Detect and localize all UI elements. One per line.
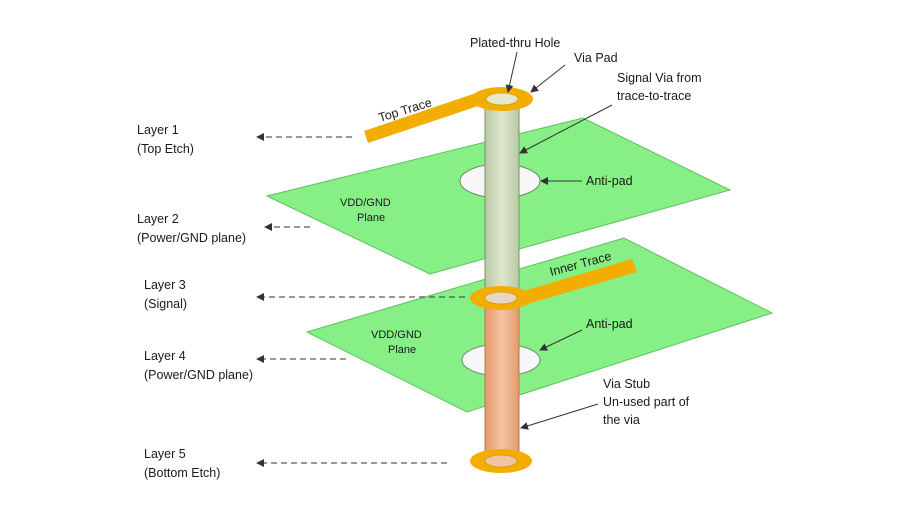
plated-hole-leader <box>505 51 518 93</box>
layer5-line2: (Bottom Etch) <box>144 466 220 480</box>
layer1-line1: Layer 1 <box>137 123 179 137</box>
layer5-label: Layer 5 (Bottom Etch) <box>144 447 220 480</box>
upper-plane-label: VDD/GND Plane <box>340 197 394 224</box>
layer5-line1: Layer 5 <box>144 447 186 461</box>
lower-plane-line2: Plane <box>388 344 416 356</box>
layer2-label: Layer 2 (Power/GND plane) <box>137 212 246 245</box>
layer3-line1: Layer 3 <box>144 278 186 292</box>
signal-via-label: Signal Via from trace-to-trace <box>617 71 705 103</box>
bottom-hole <box>484 454 518 468</box>
layer4-line2: (Power/GND plane) <box>144 368 253 382</box>
lower-plane-label: VDD/GND Plane <box>371 329 425 356</box>
inner-hole <box>484 291 518 305</box>
via-barrel-stub <box>484 297 520 463</box>
layer4-line1: Layer 4 <box>144 349 186 363</box>
layer2-line2: (Power/GND plane) <box>137 231 246 245</box>
plated-thru-hole-label: Plated-thru Hole <box>470 36 560 50</box>
inner-trace <box>520 259 637 305</box>
top-trace <box>364 93 481 143</box>
layer4-label: Layer 4 (Power/GND plane) <box>144 349 253 382</box>
layer1-label: Layer 1 (Top Etch) <box>137 123 194 156</box>
layer2-line1: Layer 2 <box>137 212 179 226</box>
via-stub-leader <box>520 403 599 430</box>
signal-via-line2: trace-to-trace <box>617 89 691 103</box>
top-hole <box>485 92 519 106</box>
via-stub-label: Via Stub Un-used part of the via <box>603 377 693 427</box>
lower-plane-line1: VDD/GND <box>371 329 422 341</box>
upper-plane-line1: VDD/GND <box>340 197 391 209</box>
anti-pad-upper-label: Anti-pad <box>586 174 633 188</box>
via-stub-line2: Un-used part of <box>603 395 690 409</box>
via-stub-line3: the via <box>603 413 640 427</box>
signal-via-leader <box>519 104 613 154</box>
anti-pad-lower-label: Anti-pad <box>586 317 633 331</box>
via-pad-label: Via Pad <box>574 51 618 65</box>
lower-plane <box>305 237 774 413</box>
via-stub-line1: Via Stub <box>603 377 650 391</box>
anti-pad-lower-leader <box>539 329 583 351</box>
layer3-label: Layer 3 (Signal) <box>144 278 189 311</box>
via-barrel-upper <box>484 97 520 299</box>
via-pad-leader <box>530 64 566 93</box>
layer1-line2: (Top Etch) <box>137 142 194 156</box>
layer3-line2: (Signal) <box>144 297 187 311</box>
signal-via-line1: Signal Via from <box>617 71 702 85</box>
upper-plane-line2: Plane <box>357 212 385 224</box>
